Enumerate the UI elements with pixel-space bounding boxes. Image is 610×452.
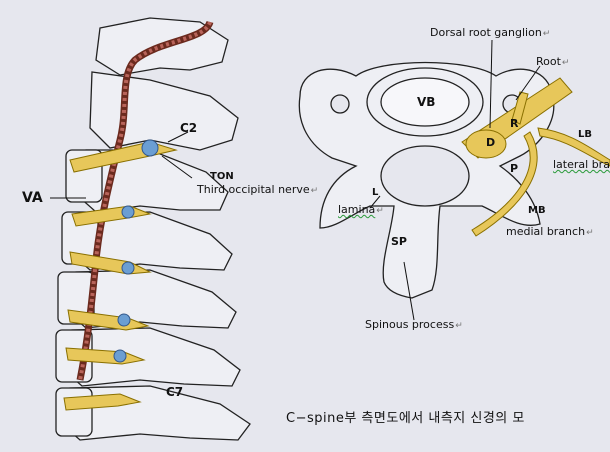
mb-label: MB bbox=[528, 205, 546, 216]
nerve-c7 bbox=[63, 393, 142, 411]
lamina-label: lamina↵ bbox=[338, 203, 384, 216]
third-occipital-label: Third occipital nerve↵ bbox=[197, 183, 319, 196]
ganglion-c3 bbox=[121, 205, 135, 219]
drg-label: Dorsal root ganglion↵ bbox=[430, 26, 551, 39]
c2-pointer bbox=[167, 131, 189, 143]
c2-label: C2 bbox=[180, 121, 198, 135]
va-label: VA bbox=[22, 190, 43, 206]
sp-label: SP bbox=[391, 235, 407, 248]
spinal-canal bbox=[380, 145, 470, 207]
root-label: Root↵ bbox=[536, 55, 570, 68]
vb-label: VB bbox=[417, 95, 436, 109]
r-label: R bbox=[510, 117, 519, 130]
lateral-branch bbox=[537, 127, 610, 167]
lateral-cervical-spine bbox=[55, 17, 251, 441]
spinous-process-label: Spinous process↵ bbox=[365, 318, 463, 331]
transverse-foramen-left bbox=[330, 94, 350, 114]
lb-label: LB bbox=[578, 129, 592, 140]
ganglion-d bbox=[465, 129, 507, 159]
medial-branch-label: medial branch↵ bbox=[506, 225, 594, 238]
ganglion-c6 bbox=[113, 349, 127, 363]
rootlet bbox=[511, 91, 529, 125]
d-label: D bbox=[486, 136, 496, 149]
drg-pointer bbox=[489, 39, 493, 129]
ton-pointer bbox=[161, 155, 193, 179]
vertebral-artery-highlight bbox=[78, 21, 212, 381]
ganglion-c2 bbox=[141, 139, 159, 157]
c7-label: C7 bbox=[166, 385, 184, 399]
axis-vertebra bbox=[89, 71, 239, 151]
l-label: L bbox=[372, 187, 379, 198]
body-c7 bbox=[55, 387, 93, 437]
axial-nerve bbox=[461, 77, 610, 237]
root-pointer bbox=[515, 65, 541, 101]
spinous-pointer bbox=[403, 261, 415, 321]
ganglion-c5 bbox=[117, 313, 131, 327]
vertebral-body-inner bbox=[380, 77, 470, 127]
ganglion-c4 bbox=[121, 261, 135, 275]
ganglia bbox=[113, 139, 159, 363]
p-label: P bbox=[510, 162, 519, 175]
medial-branch bbox=[471, 131, 538, 237]
lamina-pointer bbox=[369, 195, 381, 209]
ton-label: TON bbox=[210, 171, 234, 182]
lateral-branch-label: lateral bra bbox=[553, 158, 610, 171]
figure-caption: C−spine부 측면도에서 내측지 신경의 모 bbox=[286, 411, 525, 426]
